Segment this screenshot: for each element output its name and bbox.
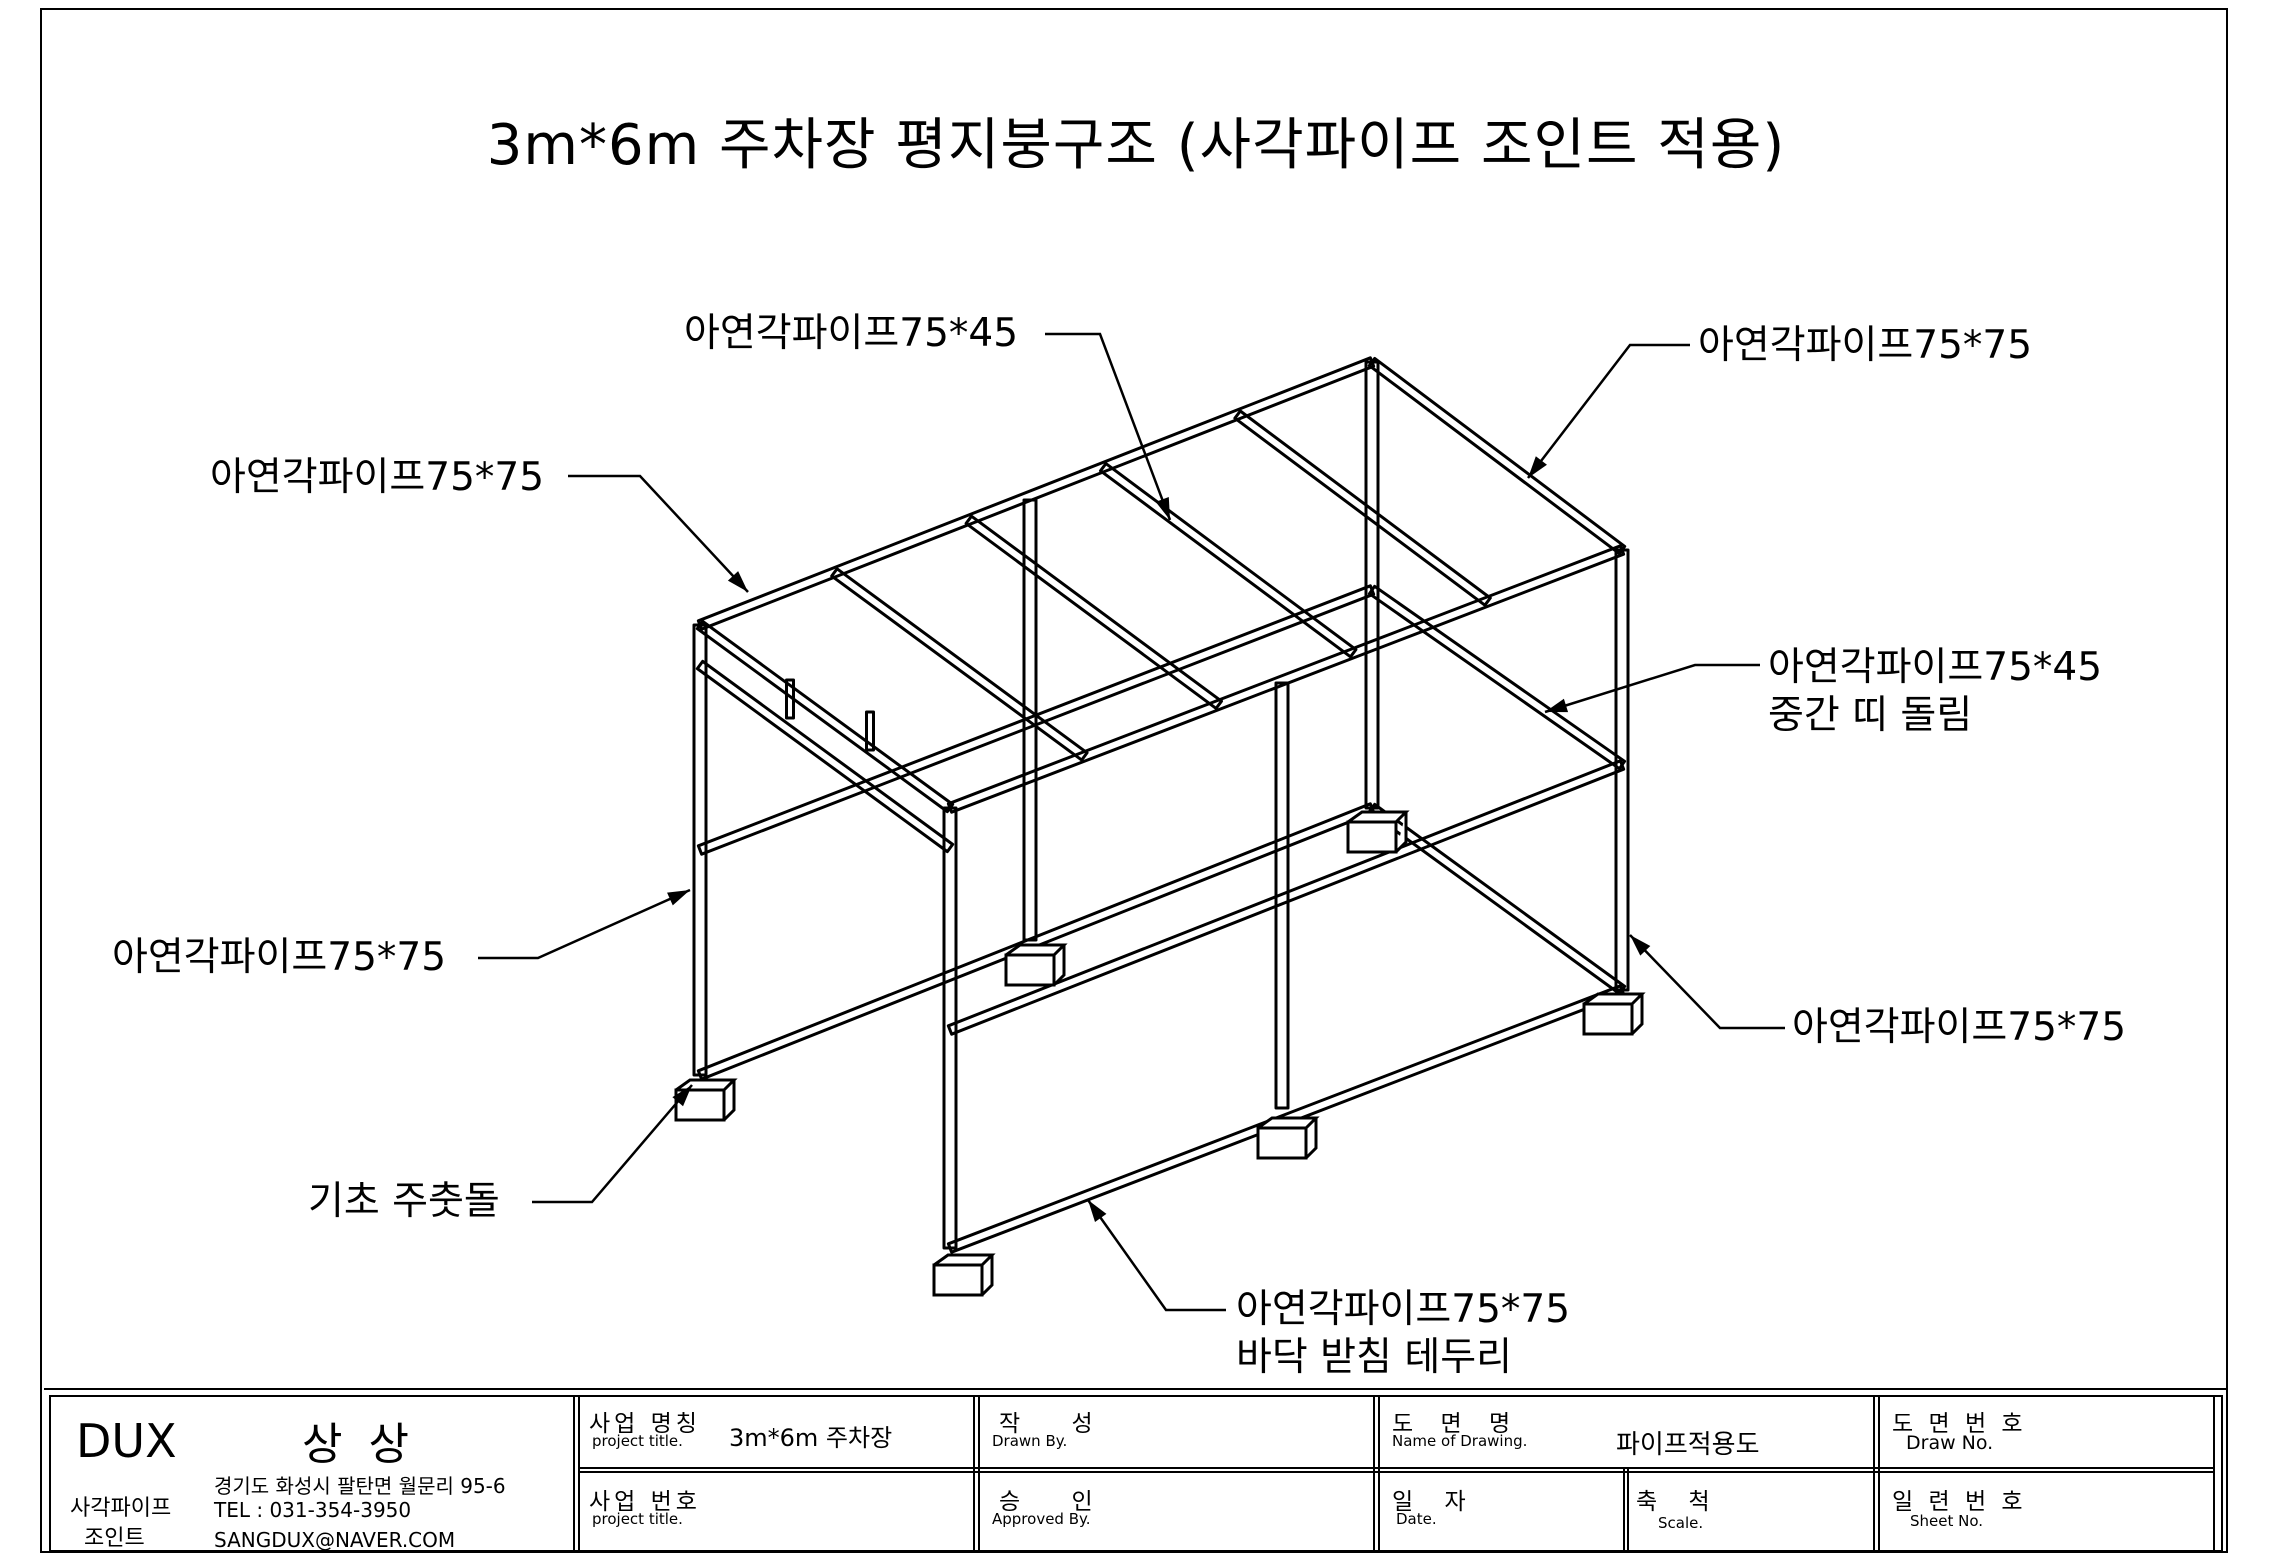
project-number-label: 사업 번호: [589, 1489, 701, 1515]
callout-mid-girt: 아연각파이프75*45 중간 띠 돌림: [1768, 644, 2102, 740]
callout-base-frame-line1: 아연각파이프75*75: [1236, 1287, 1571, 1332]
leader-top-right-beam-arrowhead: [1528, 456, 1547, 478]
company-tel: TEL : 031-354-3950: [214, 1498, 412, 1522]
drawn-by-label: 작 성: [999, 1411, 1115, 1437]
project-name-value: 3m*6m 주차장: [729, 1424, 893, 1452]
leader-mid-girt-arrowhead: [1545, 698, 1569, 713]
roof-purlin-2: [964, 514, 1223, 710]
roof-beam-right: [695, 619, 955, 814]
mid-girt-front: [946, 759, 1626, 1036]
roof-purlin-4: [1233, 409, 1492, 607]
date-label: 일 자: [1392, 1489, 1478, 1515]
post-mid-front: [1274, 681, 1290, 1110]
company-logo-text: DUX: [76, 1414, 177, 1468]
leader-base-frame: [1086, 1199, 1226, 1312]
base-rail-left: [696, 802, 1376, 1081]
product-line-2: 조인트: [84, 1526, 145, 1551]
drawing-number-label-en: Draw No.: [1906, 1432, 1994, 1454]
roof-purlin-3: [1099, 462, 1358, 659]
front-header-rail: [695, 659, 955, 854]
callout-top-left-beam: 아연각파이프75*75: [210, 455, 545, 500]
leader-top-purlin: [1045, 332, 1172, 521]
footing-block-2: [1004, 943, 1068, 987]
sheet-number-label-en: Sheet No.: [1910, 1512, 1984, 1530]
company-email: SANGDUX@NAVER.COM: [214, 1528, 456, 1552]
leader-footing: [532, 1084, 693, 1204]
leader-footing-arrowhead: [672, 1085, 692, 1107]
leader-mid-girt: [1544, 663, 1760, 714]
front-header-stud-2: [865, 710, 875, 752]
footing-block-5: [1256, 1116, 1320, 1160]
callout-base-frame-line2: 바닥 받침 테두리: [1236, 1335, 1512, 1380]
leader-top-right-beam: [1527, 343, 1690, 479]
callout-mid-girt-line1: 아연각파이프75*45: [1768, 645, 2103, 690]
callout-right-post: 아연각파이프75*75: [1792, 1005, 2127, 1050]
callout-top-purlin: 아연각파이프75*45: [684, 311, 1019, 356]
post-back-right: [1614, 548, 1630, 992]
leader-left-post-arrowhead: [667, 890, 690, 906]
sheet-number-label: 일 련 번 호: [1892, 1489, 2027, 1515]
project-number-label-en: project title.: [592, 1510, 683, 1528]
leader-base-frame-arrowhead: [1088, 1200, 1107, 1222]
leader-right-post: [1629, 934, 1785, 1030]
date-label-en: Date.: [1396, 1510, 1437, 1528]
leader-left-post: [478, 888, 691, 960]
leader-right-post-arrowhead: [1630, 935, 1651, 956]
leader-top-left-beam: [568, 474, 749, 593]
mid-girt-left: [696, 584, 1376, 856]
callout-top-right-beam: 아연각파이프75*75: [1698, 323, 2033, 368]
callout-left-post: 아연각파이프75*75: [112, 935, 447, 980]
drawing-name-label: 도 면 명: [1392, 1411, 1521, 1437]
base-rail-back: [1367, 802, 1627, 996]
scale-label-en: Scale.: [1658, 1514, 1704, 1532]
front-header-stud-1: [785, 678, 795, 720]
scale-label: 축 척: [1636, 1489, 1722, 1515]
drawing-title: 3m*6m 주차장 평지붕구조 (사각파이프 조인트 적용): [486, 113, 1786, 178]
title-block-grid: [49, 1395, 2223, 1552]
footing-block-1: [674, 1078, 738, 1122]
footing-block-6: [932, 1253, 996, 1297]
company-address: 경기도 화성시 팔탄면 월문리 95-6: [214, 1474, 506, 1498]
base-rail-front: [946, 984, 1626, 1254]
approved-by-label: 승 인: [999, 1489, 1115, 1515]
product-line-1: 사각파이프: [70, 1496, 172, 1521]
post-back-left: [1364, 360, 1380, 810]
leader-top-purlin-arrowhead: [1155, 496, 1170, 520]
drawn-by-label-en: Drawn By.: [992, 1432, 1068, 1450]
callout-footing: 기초 주춧돌: [308, 1179, 500, 1224]
roof-beam-back: [1367, 356, 1627, 556]
roof-purlin-1: [830, 567, 1089, 762]
drawing-name-value: 파이프적용도: [1616, 1430, 1760, 1460]
footing-block-4: [1582, 992, 1646, 1036]
post-front-left: [692, 623, 708, 1077]
project-name-label-en: project title.: [592, 1432, 683, 1450]
post-front-right: [942, 806, 958, 1250]
approved-by-label-en: Approved By.: [992, 1510, 1091, 1528]
footing-block-3: [1346, 810, 1410, 854]
mid-girt-back: [1367, 584, 1627, 771]
post-mid-back: [1022, 498, 1038, 942]
drawing-name-label-en: Name of Drawing.: [1392, 1432, 1528, 1450]
drawing-number-label: 도 면 번 호: [1892, 1411, 2027, 1437]
callout-mid-girt-line2: 중간 띠 돌림: [1768, 693, 1973, 738]
leader-top-left-beam-arrowhead: [727, 571, 748, 592]
title-block: DUX 상 상 사각파이프 조인트 경기도 화성시 팔탄면 월문리 95-6 T…: [44, 1388, 2228, 1553]
company-name-kr: 상 상: [302, 1419, 415, 1470]
callout-base-frame: 아연각파이프75*75 바닥 받침 테두리: [1236, 1286, 1570, 1382]
project-name-label: 사업 명칭: [589, 1411, 701, 1437]
